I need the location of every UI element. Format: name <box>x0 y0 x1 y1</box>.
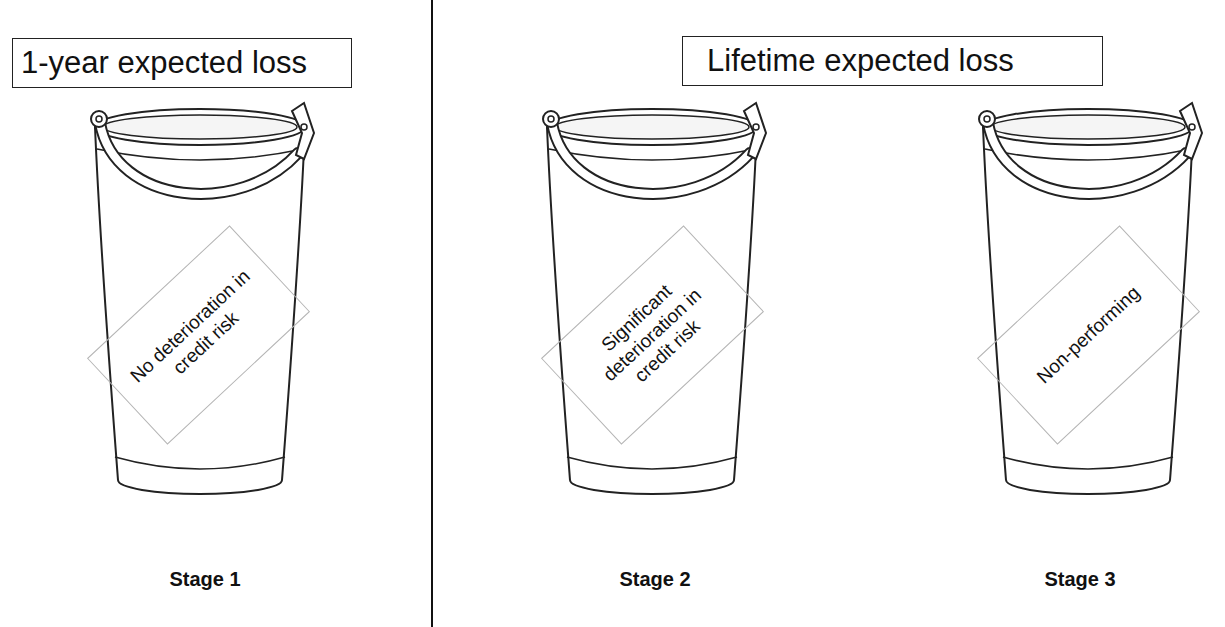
node-text: Non-performing <box>1032 282 1144 389</box>
stage-label: Stage 3 <box>1044 568 1115 591</box>
node-text: 1-year expected loss <box>21 45 307 81</box>
stage-label: Stage 2 <box>619 568 690 591</box>
bucket-drawing <box>979 103 1202 494</box>
expected-loss-box: 1-year expected loss <box>12 38 352 88</box>
node-text: Lifetime expected loss <box>707 43 1014 79</box>
bucket-drawing <box>91 103 314 494</box>
divider-line <box>431 0 433 627</box>
expected-loss-box: Lifetime expected loss <box>682 36 1103 86</box>
stage-label: Stage 1 <box>169 568 240 591</box>
bucket-drawing <box>543 103 766 494</box>
